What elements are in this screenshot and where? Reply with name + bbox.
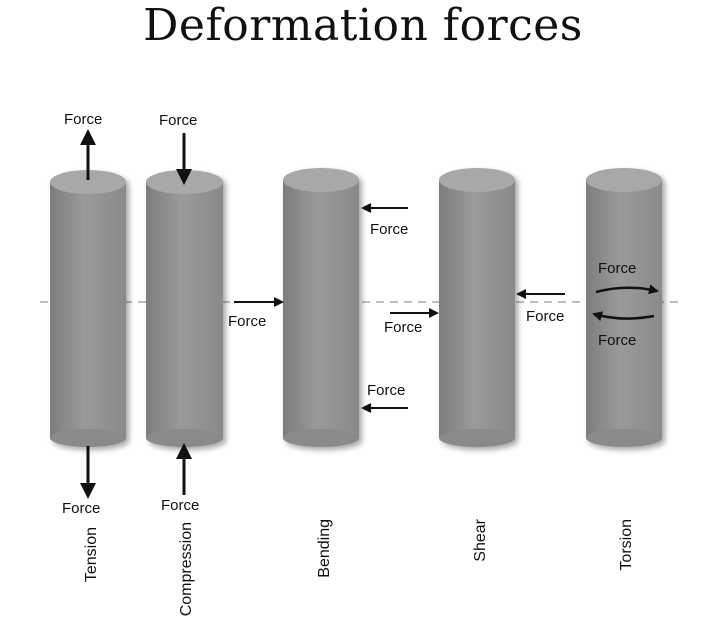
shear-left-force-label: Force: [384, 319, 422, 336]
caption-torsion: Torsion: [618, 519, 635, 571]
torsion-top-force-label: Force: [598, 260, 636, 277]
cylinder-bending: [283, 168, 359, 447]
bending-top-right-force-label: Force: [370, 221, 408, 238]
cylinder-compression: [146, 170, 223, 447]
caption-tension: Tension: [83, 527, 100, 582]
bending-bottom-right-force-label: Force: [367, 382, 405, 399]
caption-shear: Shear: [472, 518, 489, 561]
diagram-title: Deformation forces: [143, 0, 583, 51]
cylinder-shear: [439, 168, 515, 447]
caption-compression: Compression: [178, 522, 195, 616]
torsion-top-curved-arrow: [595, 284, 659, 295]
cylinder-torsion: [586, 168, 662, 447]
caption-bending: Bending: [316, 519, 333, 578]
compression-top-force-label: Force: [159, 112, 197, 129]
shear-right-force-label: Force: [526, 308, 564, 325]
torsion-bottom-force-label: Force: [598, 332, 636, 349]
tension-top-force-label: Force: [64, 111, 102, 128]
compression-bottom-force-label: Force: [161, 497, 199, 514]
tension-bottom-force-label: Force: [62, 500, 100, 517]
torsion-bottom-curved-arrow: [592, 311, 655, 322]
bending-left-force-label: Force: [228, 313, 266, 330]
cylinder-tension: [50, 170, 126, 447]
